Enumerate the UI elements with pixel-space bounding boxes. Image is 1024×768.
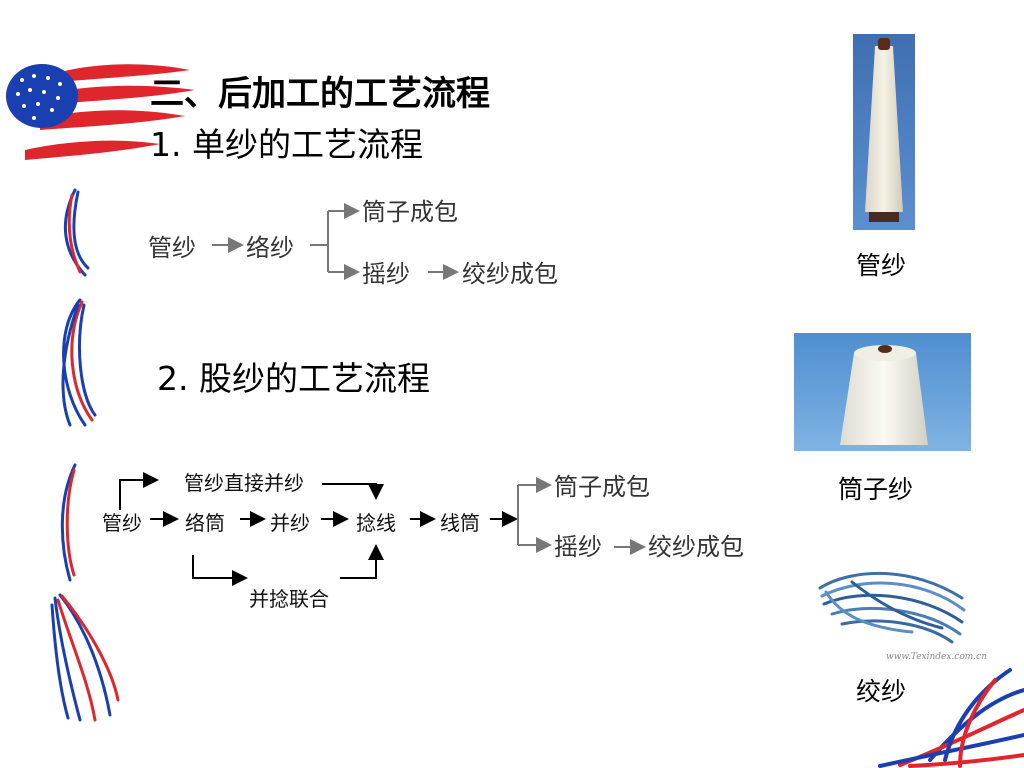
node-luosha: 络纱 [246, 234, 294, 262]
node-guansha-zhijie-bingsha: 管纱直接并纱 [184, 471, 304, 495]
node-ply-tongzi-chengbao: 筒子成包 [554, 473, 650, 501]
node-bing-nian-lianhe: 并捻联合 [249, 587, 329, 611]
flag-logo [6, 64, 195, 160]
node-ply-guansha: 管纱 [102, 511, 142, 535]
cone-yarn-caption: 筒子纱 [838, 475, 914, 504]
node-ply-yaosha: 摇纱 [554, 533, 602, 561]
cone-yarn-photo [794, 333, 971, 451]
node-nianxian: 捻线 [356, 511, 396, 535]
node-xiantong: 线筒 [440, 511, 480, 535]
left-ribbon-decoration [50, 188, 120, 722]
page-title: 二、后加工的工艺流程 [150, 74, 490, 114]
hank-yarn-caption: 绞纱 [856, 677, 907, 706]
node-luotong: 络筒 [185, 511, 225, 535]
section-title-single-yarn: 1. 单纱的工艺流程 [150, 125, 423, 164]
node-yaosha: 摇纱 [362, 260, 410, 288]
node-ply-jiaosha-chengbao: 绞纱成包 [648, 533, 744, 561]
node-jiaosha-chengbao: 绞纱成包 [462, 260, 558, 288]
hank-yarn-photo [812, 558, 972, 664]
cop-yarn-caption: 管纱 [856, 251, 907, 280]
node-tongzi-chengbao: 筒子成包 [362, 198, 458, 226]
cop-yarn-photo [853, 34, 915, 230]
section-title-ply-yarn: 2. 股纱的工艺流程 [157, 359, 430, 398]
node-bingsha: 并纱 [270, 511, 310, 535]
node-guansha: 管纱 [148, 234, 196, 262]
hank-photo-watermark: www.Texindex.com.cn [886, 652, 987, 662]
